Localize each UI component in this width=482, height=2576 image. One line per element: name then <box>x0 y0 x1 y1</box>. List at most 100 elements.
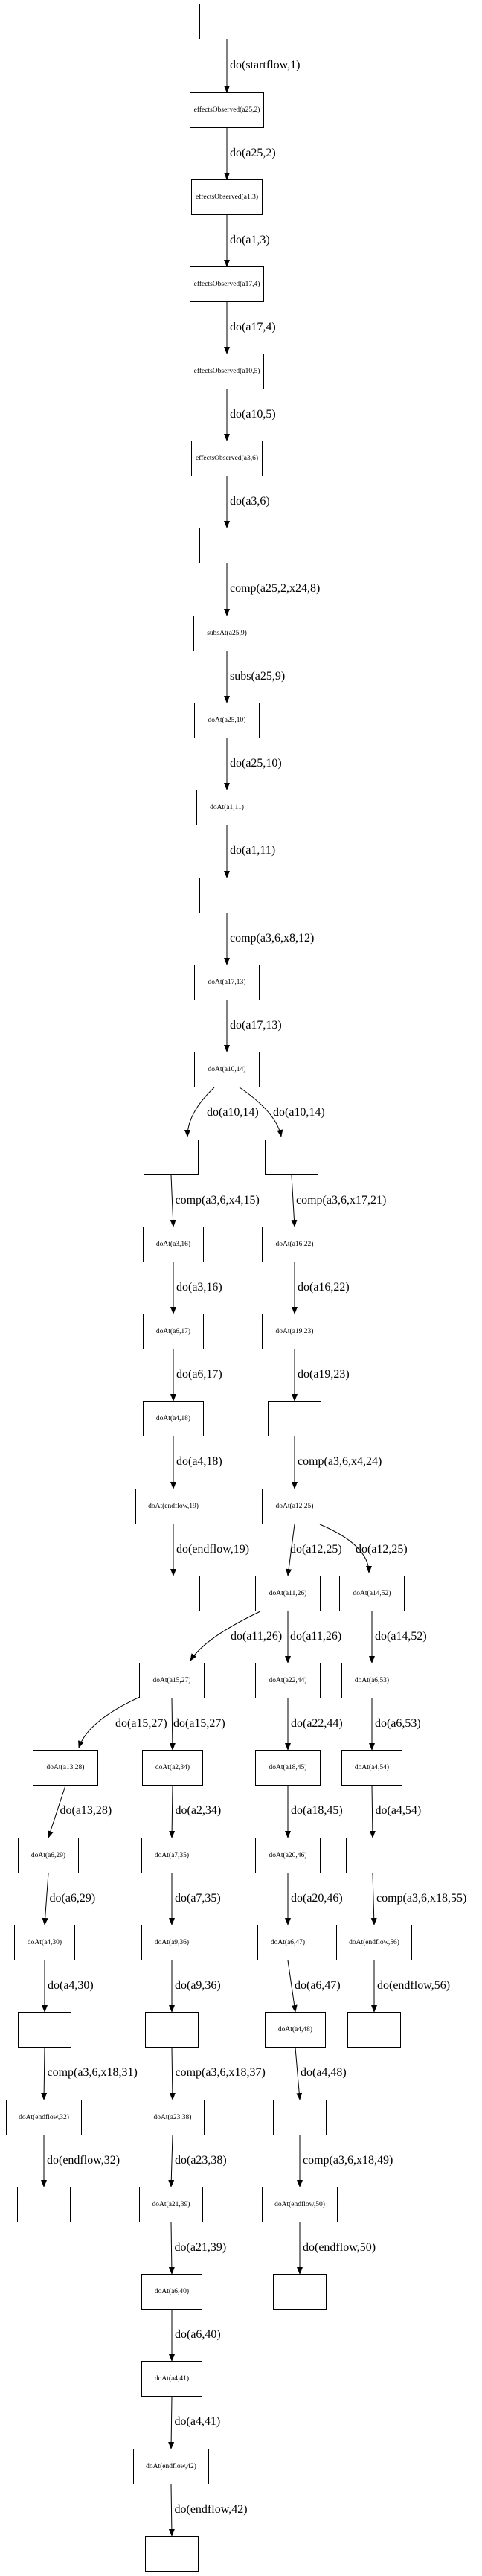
node-subsat-a25-9: subsAt(a25,9) <box>193 616 260 651</box>
edge-label: comp(a3,6,x4,24) <box>298 1455 382 1468</box>
edge-label: do(endflow,19) <box>176 1542 250 1556</box>
edge-label: subs(a25,9) <box>230 669 286 683</box>
edge-label: do(a15,27) <box>173 1716 225 1730</box>
edge-label: do(a1,11) <box>230 844 276 857</box>
edge-sL-d16 <box>170 1174 176 1227</box>
edge-label: comp(a3,6,x18,49) <box>303 2153 393 2167</box>
edge-label: comp(a3,6,x17,21) <box>296 1193 387 1206</box>
node-doat-a23-38: doAt(a23,38) <box>141 2100 205 2135</box>
edge-label: do(endflow,50) <box>303 2240 376 2254</box>
node-doat-a20-46: doAt(a20,46) <box>255 1838 321 1873</box>
node-doat-endflow-56: doAt(endflow,56) <box>336 1925 412 1960</box>
node-doat-a1-11: doAt(a1,11) <box>196 790 257 825</box>
node-doat-endflow-42: doAt(endflow,42) <box>133 2449 209 2484</box>
edge-label: do(a4,41) <box>174 2415 221 2428</box>
node-effectsobserved-a3-6: effectsObserved(a3,6) <box>191 441 263 476</box>
node-doat-a13-28: doAt(a13,28) <box>33 1750 98 1786</box>
node-state-sR <box>265 1140 318 1175</box>
node-state-sL <box>144 1140 199 1175</box>
node-state-s49 <box>273 2100 327 2135</box>
node-state-start <box>199 4 254 39</box>
edge-label: do(a4,30) <box>48 1978 94 1992</box>
node-doat-a9-36: doAt(a9,36) <box>141 1925 202 1960</box>
node-doat-a2-34: doAt(a2,34) <box>142 1750 203 1786</box>
edge-label: comp(a3,6,x4,15) <box>175 1193 260 1206</box>
edge-d47-d48 <box>287 1960 298 2013</box>
node-doat-a16-22: doAt(a16,22) <box>262 1227 327 1262</box>
node-doat-a11-26: doAt(a11,26) <box>255 1576 321 1611</box>
node-doat-a18-45: doAt(a18,45) <box>255 1750 321 1786</box>
edge-label: do(a6,17) <box>176 1367 222 1381</box>
edge-d27-d34 <box>169 1698 176 1751</box>
node-state-t4 <box>273 2274 327 2310</box>
edge-d34-d35 <box>169 1785 176 1838</box>
node-doat-a15-27: doAt(a15,27) <box>139 1663 205 1698</box>
edge-label: do(a4,48) <box>301 2066 347 2079</box>
node-state-t2 <box>17 2187 71 2222</box>
edge-label: do(a16,22) <box>298 1280 350 1294</box>
node-doat-a14-52: doAt(a14,52) <box>339 1576 405 1611</box>
edge-d25-d52 <box>319 1524 372 1573</box>
edge-sR-d22 <box>291 1174 298 1227</box>
edge-label: do(a11,26) <box>290 1629 342 1643</box>
edge-d25-d26 <box>286 1524 295 1576</box>
node-state-t5 <box>347 2012 401 2048</box>
edge-label: do(a10,14) <box>273 1106 325 1119</box>
edge-label: do(a6,29) <box>49 1891 96 1905</box>
node-state-s55 <box>346 1838 399 1873</box>
edge-label: do(endflow,56) <box>377 1978 451 1992</box>
edge-label: do(a3,16) <box>176 1280 222 1294</box>
node-state-s31 <box>18 2012 71 2048</box>
edge-label: do(a15,27) <box>115 1716 167 1730</box>
edge-label: do(a22,44) <box>291 1716 343 1730</box>
edge-label: do(a6,53) <box>375 1716 421 1730</box>
edge-label: do(a17,13) <box>230 1018 282 1032</box>
edge-d48-s49 <box>295 2047 303 2100</box>
node-state-t1 <box>147 1576 200 1611</box>
node-doat-a4-54: doAt(a4,54) <box>341 1750 402 1786</box>
edge-label: do(a4,18) <box>176 1455 222 1468</box>
edge-label: comp(a3,6,x18,31) <box>47 2066 138 2079</box>
node-effectsobserved-a25-2: effectsObserved(a25,2) <box>190 92 264 128</box>
edge-d27-d28 <box>78 1696 141 1748</box>
edge-label: do(a11,26) <box>231 1629 283 1643</box>
edge-d41-d42 <box>168 2396 175 2449</box>
node-doat-a17-13: doAt(a17,13) <box>194 965 260 1000</box>
node-effectsobserved-a17-4: effectsObserved(a17,4) <box>190 266 264 302</box>
node-doat-a10-14: doAt(a10,14) <box>194 1052 260 1087</box>
node-doat-a6-17: doAt(a6,17) <box>143 1314 204 1349</box>
node-doat-a12-25: doAt(a12,25) <box>262 1489 327 1524</box>
edge-label: do(a4,54) <box>375 1804 422 1817</box>
edge-label: do(a25,10) <box>230 756 282 770</box>
edge-label: do(a19,23) <box>298 1367 350 1381</box>
node-doat-a21-39: doAt(a21,39) <box>139 2187 203 2222</box>
node-doat-a3-16: doAt(a3,16) <box>143 1227 204 1262</box>
edge-label: do(endflow,32) <box>47 2153 120 2167</box>
edge-label: do(a9,36) <box>175 1978 221 1992</box>
edge-d39-d40 <box>168 2222 175 2275</box>
node-doat-a4-41: doAt(a4,41) <box>141 2361 202 2397</box>
edge-label: do(a25,2) <box>230 146 276 159</box>
node-effectsobserved-a10-5: effectsObserved(a10,5) <box>190 354 264 389</box>
edge-label: do(a21,39) <box>174 2240 227 2254</box>
edge-label: do(a6,47) <box>295 1978 341 1992</box>
node-doat-endflow-50: doAt(endflow,50) <box>262 2187 338 2222</box>
node-doat-a6-53: doAt(a6,53) <box>341 1663 402 1698</box>
node-effectsobserved-a1-3: effectsObserved(a1,3) <box>191 179 263 215</box>
node-doat-a4-48: doAt(a4,48) <box>265 2012 326 2048</box>
node-doat-a4-30: doAt(a4,30) <box>14 1925 75 1960</box>
edge-d26-d27 <box>190 1611 261 1661</box>
node-doat-a7-35: doAt(a7,35) <box>141 1838 202 1873</box>
edge-label: do(a12,25) <box>356 1542 408 1556</box>
edge-label: do(a13,28) <box>60 1804 112 1817</box>
edge-label: do(endflow,42) <box>174 2502 248 2516</box>
edge-label: do(a23,38) <box>175 2153 227 2167</box>
edge-s31-d32 <box>41 2047 48 2100</box>
edge-label: do(a3,6) <box>230 494 270 508</box>
edge-label: comp(a3,6,x18,55) <box>376 1891 467 1905</box>
node-state-s12 <box>199 878 254 913</box>
edge-label: do(a18,45) <box>291 1804 343 1817</box>
edge-s55-d56 <box>370 1873 377 1925</box>
node-doat-a25-10: doAt(a25,10) <box>194 703 260 738</box>
